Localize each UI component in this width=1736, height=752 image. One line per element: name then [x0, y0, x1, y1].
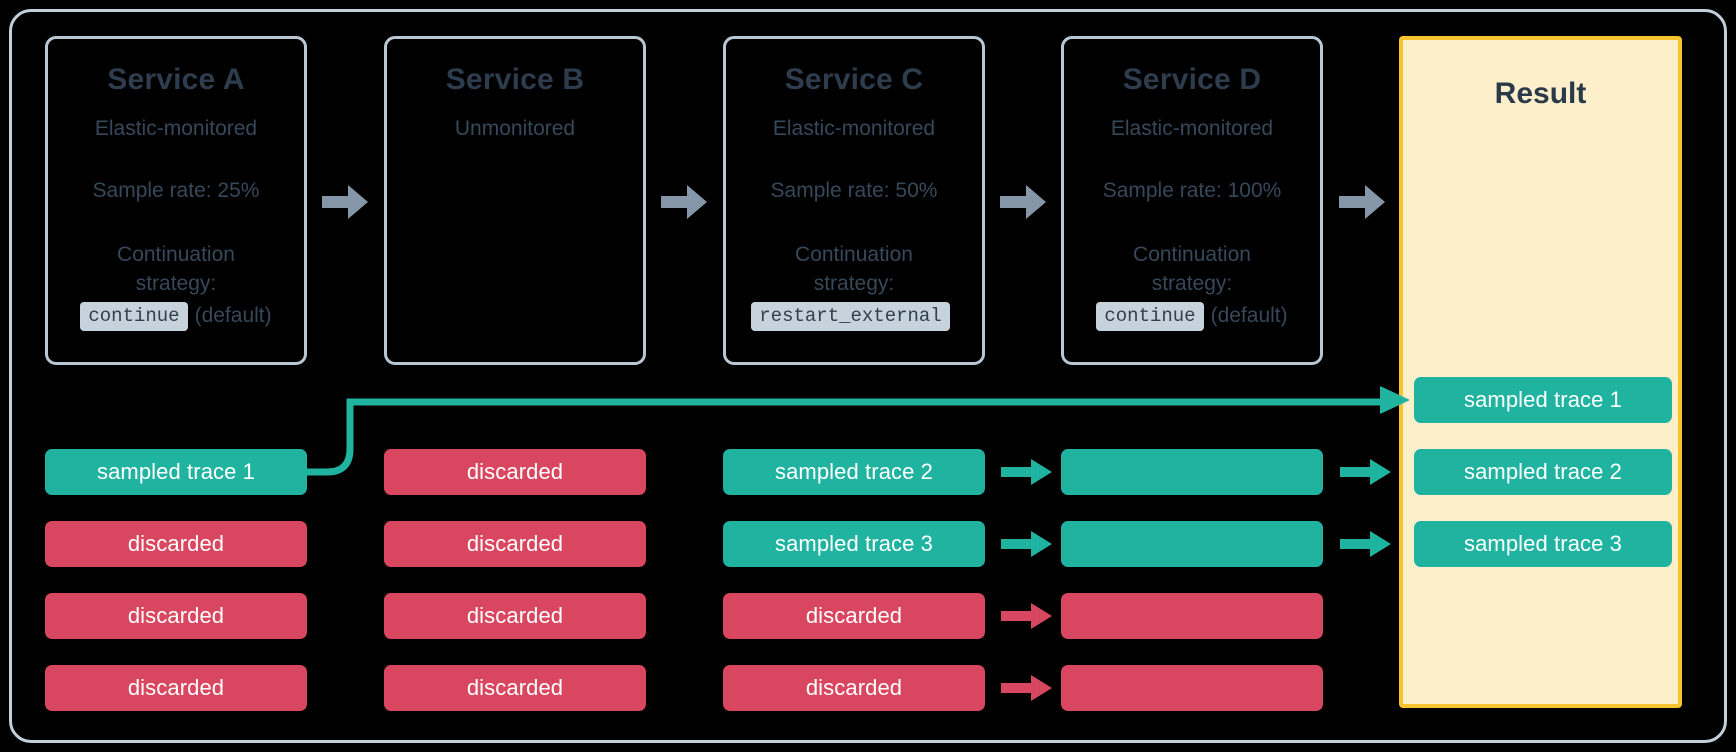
- service-title: Service B: [445, 63, 585, 96]
- result-trace-box: sampled trace 2: [1414, 449, 1672, 495]
- service-card-d: Service D Elastic-monitored Sample rate:…: [1061, 36, 1323, 365]
- service-strategy-note: (default): [194, 304, 272, 328]
- trace-box: [1061, 593, 1323, 639]
- service-card-c: Service C Elastic-monitored Sample rate:…: [723, 36, 985, 365]
- trace-box: [1061, 521, 1323, 567]
- trace-box: discarded: [723, 665, 985, 711]
- trace-box: [1061, 449, 1323, 495]
- service-strategy-label: Continuation strategy:: [117, 243, 235, 295]
- service-strategy-value: restart_external: [751, 301, 950, 331]
- service-title: Service C: [784, 63, 924, 96]
- service-monitoring-status: Elastic-monitored: [772, 117, 936, 140]
- service-arrow-a-to-b: [322, 185, 368, 219]
- trace-box: discarded: [45, 593, 307, 639]
- result-panel: Result: [1399, 36, 1682, 708]
- service-strategy-line: continue (default): [80, 301, 272, 331]
- trace-box: discarded: [384, 665, 646, 711]
- service-strategy-line: continue (default): [1096, 301, 1288, 331]
- trace-box: discarded: [384, 593, 646, 639]
- service-arrow-d-to-result: [1339, 185, 1385, 219]
- service-strategy-note: (default): [1210, 304, 1288, 328]
- service-arrow-b-to-c: [661, 185, 707, 219]
- trace-box: sampled trace 1: [45, 449, 307, 495]
- service-strategy-value: continue: [1096, 301, 1204, 331]
- service-card-a: Service A Elastic-monitored Sample rate:…: [45, 36, 307, 365]
- trace-box: discarded: [45, 665, 307, 711]
- service-strategy-line: restart_external: [751, 301, 956, 331]
- service-sample-rate: Sample rate: 25%: [92, 179, 260, 203]
- service-strategy-label: Continuation strategy:: [795, 243, 913, 295]
- service-arrow-c-to-d: [1000, 185, 1046, 219]
- result-trace-box: sampled trace 3: [1414, 521, 1672, 567]
- service-card-b: Service B Unmonitored: [384, 36, 646, 365]
- result-title: Result: [1494, 77, 1587, 110]
- service-strategy-value: continue: [80, 301, 188, 331]
- trace-box: [1061, 665, 1323, 711]
- trace-box: sampled trace 3: [723, 521, 985, 567]
- service-monitoring-status: Elastic-monitored: [94, 117, 258, 140]
- trace-box: discarded: [384, 521, 646, 567]
- service-sample-rate: Sample rate: 50%: [770, 179, 938, 203]
- trace-box: discarded: [45, 521, 307, 567]
- service-monitoring-status: Unmonitored: [454, 117, 576, 140]
- trace-box: discarded: [384, 449, 646, 495]
- service-sample-rate: Sample rate: 100%: [1102, 179, 1282, 203]
- result-trace-box: sampled trace 1: [1414, 377, 1672, 423]
- service-monitoring-status: Elastic-monitored: [1110, 117, 1274, 140]
- trace-box: discarded: [723, 593, 985, 639]
- service-title: Service A: [107, 63, 245, 96]
- trace-box: sampled trace 2: [723, 449, 985, 495]
- service-strategy-label: Continuation strategy:: [1133, 243, 1251, 295]
- service-title: Service D: [1122, 63, 1262, 96]
